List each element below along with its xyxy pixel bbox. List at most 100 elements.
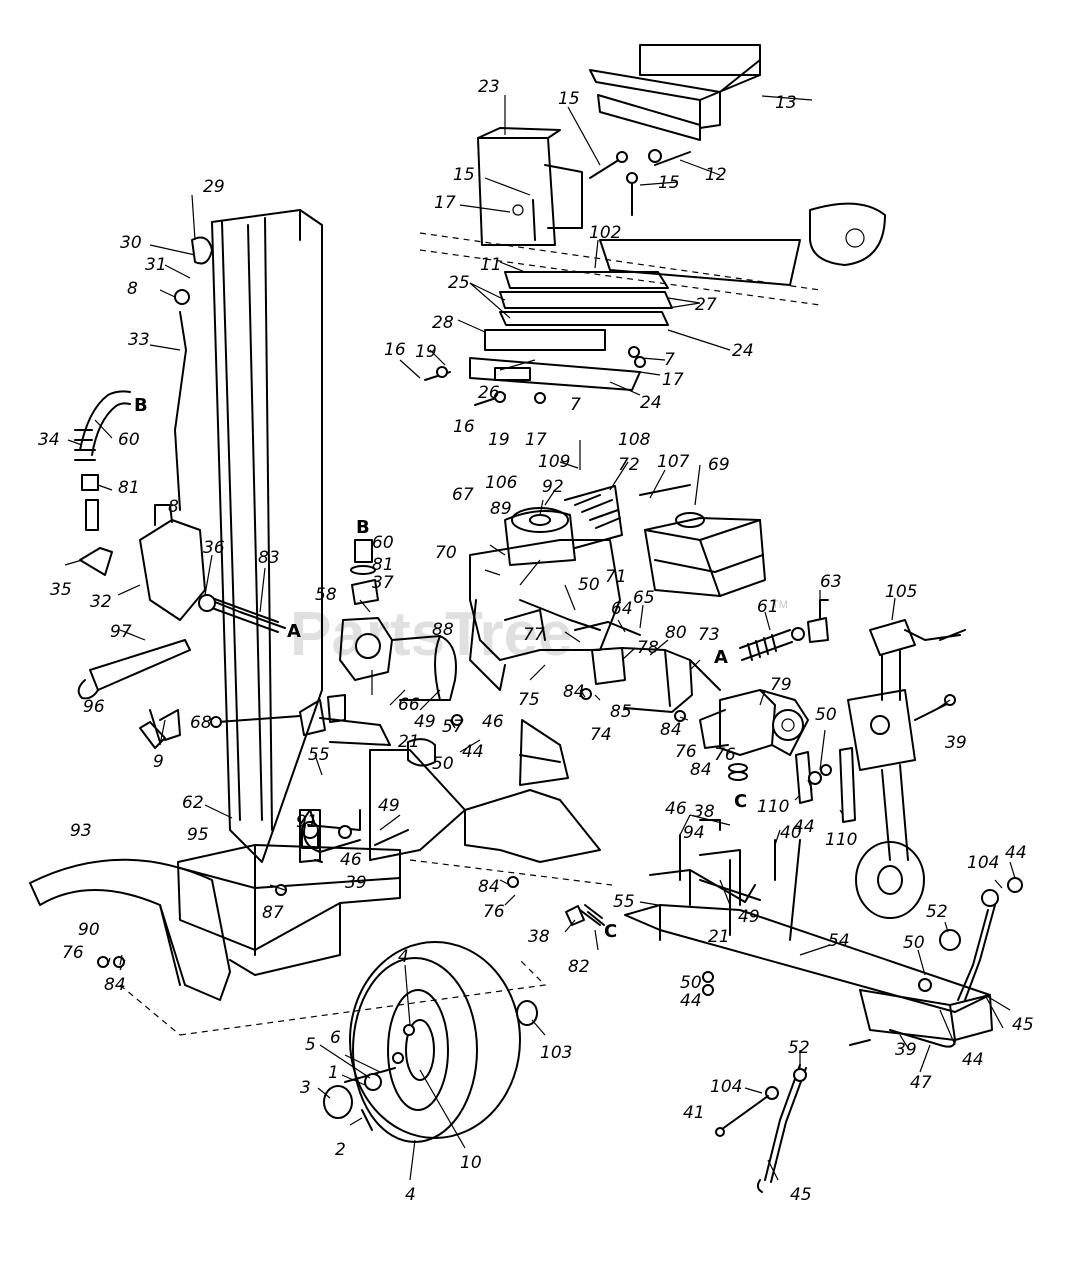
ram-mount-bracket bbox=[589, 44, 761, 141]
callout-87: 87 bbox=[262, 903, 284, 923]
callout-36: 36 bbox=[203, 538, 225, 558]
callout-46: 46 bbox=[340, 850, 362, 870]
callout-15: 15 bbox=[558, 89, 580, 109]
callout-9: 9 bbox=[153, 752, 164, 772]
callout-88: 88 bbox=[432, 620, 454, 640]
callout-84: 84 bbox=[660, 720, 682, 740]
wedge-plates-stack bbox=[469, 271, 673, 391]
beam-rail-top bbox=[419, 202, 886, 306]
callout-39: 39 bbox=[345, 873, 367, 893]
connector-b-hose: B bbox=[134, 395, 148, 416]
callout-75: 75 bbox=[518, 690, 540, 710]
callout-81: 81 bbox=[372, 555, 394, 575]
callout-17: 17 bbox=[662, 370, 684, 390]
callout-78: 78 bbox=[637, 638, 659, 658]
callout-52: 52 bbox=[788, 1038, 810, 1058]
callout-19: 19 bbox=[488, 430, 510, 450]
valve-fitting-37 bbox=[350, 539, 379, 605]
connector-c-hose: C bbox=[604, 921, 617, 942]
callout-85: 85 bbox=[610, 702, 632, 722]
callout-30: 30 bbox=[120, 233, 142, 253]
callout-44: 44 bbox=[793, 817, 815, 837]
callout-16: 16 bbox=[384, 340, 406, 360]
callout-93: 93 bbox=[70, 821, 92, 841]
callout-76: 76 bbox=[675, 742, 697, 762]
callout-67: 67 bbox=[452, 485, 474, 505]
watermark-trademark: TM bbox=[772, 599, 788, 611]
fender-93 bbox=[29, 858, 547, 1036]
callout-96: 96 bbox=[83, 697, 105, 717]
wedge-23 bbox=[477, 127, 583, 246]
callout-47: 47 bbox=[910, 1073, 932, 1093]
callout-54: 54 bbox=[828, 931, 850, 951]
callout-26: 26 bbox=[478, 383, 500, 403]
callout-38: 38 bbox=[528, 927, 550, 947]
callout-1: 1 bbox=[328, 1063, 339, 1083]
connector-b-fitting: B bbox=[356, 517, 370, 538]
callout-91: 91 bbox=[296, 812, 318, 832]
callout-24: 24 bbox=[640, 393, 662, 413]
connector-a-pump: A bbox=[714, 647, 728, 668]
callout-52: 52 bbox=[926, 902, 948, 922]
callout-76: 76 bbox=[714, 745, 736, 765]
callout-16: 16 bbox=[453, 417, 475, 437]
callout-7: 7 bbox=[664, 350, 675, 370]
callout-39: 39 bbox=[895, 1040, 917, 1060]
callout-92: 92 bbox=[542, 477, 564, 497]
callout-33: 33 bbox=[128, 330, 150, 350]
callout-82: 82 bbox=[568, 957, 590, 977]
callout-10: 10 bbox=[460, 1153, 482, 1173]
hydraulic-hose-83 bbox=[198, 594, 279, 633]
callout-49: 49 bbox=[378, 796, 400, 816]
callout-49: 49 bbox=[414, 712, 436, 732]
fuel-tank-69 bbox=[644, 512, 766, 597]
callout-28: 28 bbox=[432, 313, 454, 333]
callout-106: 106 bbox=[485, 473, 518, 493]
connector-c-pump: C bbox=[734, 791, 747, 812]
engine-assembly bbox=[469, 484, 691, 691]
callout-35: 35 bbox=[50, 580, 72, 600]
callout-17: 17 bbox=[434, 193, 456, 213]
bolts-top bbox=[424, 149, 691, 406]
callout-38: 38 bbox=[693, 802, 715, 822]
callout-103: 103 bbox=[540, 1043, 572, 1063]
callout-70: 70 bbox=[435, 543, 457, 563]
callout-4: 4 bbox=[405, 1185, 416, 1205]
callout-55: 55 bbox=[613, 892, 635, 912]
callout-40: 40 bbox=[780, 823, 802, 843]
callout-58: 58 bbox=[315, 585, 337, 605]
callout-76: 76 bbox=[483, 902, 505, 922]
callout-46: 46 bbox=[665, 799, 687, 819]
callout-94: 94 bbox=[683, 823, 705, 843]
callout-77: 77 bbox=[523, 625, 545, 645]
callout-31: 31 bbox=[145, 255, 167, 275]
callout-64: 64 bbox=[611, 599, 633, 619]
callout-34: 34 bbox=[38, 430, 60, 450]
hydraulic-hose-b bbox=[74, 390, 131, 531]
callout-62: 62 bbox=[182, 793, 204, 813]
callout-84: 84 bbox=[690, 760, 712, 780]
callout-46: 46 bbox=[482, 712, 504, 732]
callout-60: 60 bbox=[372, 533, 394, 553]
callout-11: 11 bbox=[480, 255, 502, 275]
callout-45: 45 bbox=[1012, 1015, 1034, 1035]
callout-110: 110 bbox=[757, 797, 789, 817]
callout-4: 4 bbox=[398, 947, 409, 967]
callout-50: 50 bbox=[432, 754, 454, 774]
callout-32: 32 bbox=[90, 592, 112, 612]
callout-108: 108 bbox=[618, 430, 651, 450]
callout-23: 23 bbox=[478, 77, 500, 97]
callout-37: 37 bbox=[372, 573, 394, 593]
control-lever-assembly bbox=[77, 236, 286, 749]
callout-39: 39 bbox=[945, 733, 967, 753]
callout-61: 61 bbox=[757, 597, 779, 617]
callout-8: 8 bbox=[168, 497, 179, 517]
tongue-beam-54 bbox=[624, 819, 993, 1048]
callout-89: 89 bbox=[490, 499, 512, 519]
callout-45: 45 bbox=[790, 1185, 812, 1205]
base-tray-95 bbox=[177, 821, 401, 976]
callout-84: 84 bbox=[478, 877, 500, 897]
callout-25: 25 bbox=[448, 273, 470, 293]
callout-74: 74 bbox=[590, 725, 612, 745]
